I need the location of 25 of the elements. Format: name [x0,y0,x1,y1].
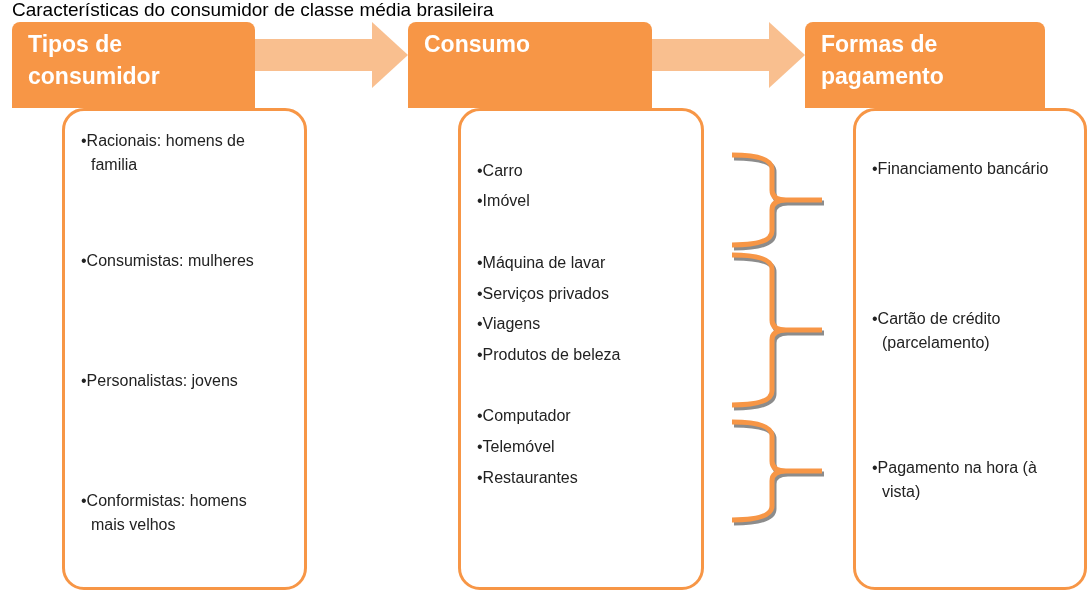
list-item: •Financiamento bancário [872,159,1050,179]
list-item: •Produtos de beleza [477,345,622,365]
list-item: •Personalistas: jovens [81,371,239,391]
title: Características do consumidor de classe média brasileira [12,0,494,20]
block-arrow [652,22,805,88]
list-item: •Cartão de crédito (parcelamento) [872,309,1002,353]
header-tab: Consumo [408,22,652,108]
list-item: •Máquina de lavar [477,253,607,273]
list-item: •Viagens [477,314,542,334]
list-item: •Consumistas: mulheres [81,251,255,271]
list-item: •Telemóvel [477,437,556,457]
list-item: •Pagamento na hora (à vista) [872,458,1038,502]
list-item: •Conformistas: homens mais velhos [81,491,248,535]
block-arrow [255,22,408,88]
list-item: •Computador [477,406,572,426]
list-card [458,108,704,590]
list-item: •Serviços privados [477,284,610,304]
list-item: •Imóvel [477,191,531,211]
list-item: •Restaurantes [477,468,579,488]
list-card [853,108,1087,590]
list-item: •Carro [477,161,524,181]
header-tab: Formas de pagamento [805,22,1045,108]
list-item: •Racionais: homens de familia [81,131,246,175]
list-card [62,108,307,590]
header-tab: Tipos de consumidor [12,22,255,108]
